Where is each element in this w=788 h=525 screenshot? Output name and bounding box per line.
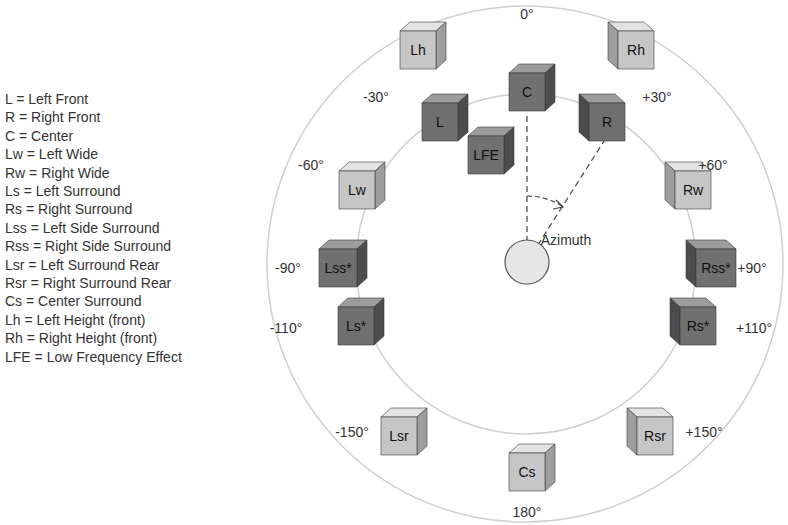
speaker-label: Ls* xyxy=(346,318,366,334)
speaker-label: Rw xyxy=(683,182,703,198)
speaker-label: Cs xyxy=(518,464,535,480)
speaker-box: Ls* xyxy=(338,307,374,345)
speaker-label: L xyxy=(436,114,444,130)
angle-label: 180° xyxy=(513,504,542,520)
legend-text: LFE = Low Frequency Effect xyxy=(5,349,182,365)
legend-text: Rs = Right Surround xyxy=(5,201,132,217)
speaker-box: R xyxy=(589,103,625,141)
cube-face xyxy=(458,94,468,141)
speaker-label: Rh xyxy=(627,42,645,58)
cube-face xyxy=(579,94,589,141)
angle-label: +150° xyxy=(685,424,722,440)
speaker-box: Rss* xyxy=(696,249,736,287)
angle-label: -150° xyxy=(335,424,369,440)
speaker-label: Rs* xyxy=(687,318,710,334)
legend-text: Lw = Left Wide xyxy=(5,146,98,162)
cube-face xyxy=(618,31,654,69)
cube-face xyxy=(608,22,618,69)
speaker-label: Rss* xyxy=(701,260,731,276)
azimuth-arrow xyxy=(553,200,563,209)
legend-text: Rw = Right Wide xyxy=(5,165,110,181)
cube-face xyxy=(696,249,736,287)
cube-face xyxy=(589,103,625,141)
inner-circle xyxy=(356,94,696,434)
cube-face xyxy=(504,127,514,174)
cube-face xyxy=(509,453,545,491)
cube-face xyxy=(319,249,357,287)
legend-text: C = Center xyxy=(5,128,73,144)
speaker-box: Cs xyxy=(509,453,545,491)
angle-label: -60° xyxy=(298,157,324,173)
legend-text: L = Left Front xyxy=(5,91,88,107)
cube-face xyxy=(338,307,374,345)
speaker-box: C xyxy=(509,73,545,111)
speaker-box: L xyxy=(422,103,458,141)
speaker-label: Lh xyxy=(410,42,426,58)
cube-face xyxy=(680,307,716,345)
cube-face xyxy=(675,171,711,209)
speaker-box: Lw xyxy=(339,171,375,209)
angle-label: +60° xyxy=(698,157,727,173)
cube-face xyxy=(545,64,555,111)
cube-face xyxy=(627,408,637,455)
speaker-label: Lss* xyxy=(324,260,351,276)
cube-face xyxy=(357,240,367,287)
angle-label: +90° xyxy=(737,260,766,276)
cube-face xyxy=(545,444,555,491)
cube-face xyxy=(422,103,458,141)
cube-face xyxy=(436,22,446,69)
speaker-box: Rh xyxy=(618,31,654,69)
cube-face xyxy=(670,298,680,345)
speaker-label: LFE xyxy=(473,147,499,163)
legend-text: Lsr = Left Surround Rear xyxy=(5,257,159,273)
speaker-label: C xyxy=(522,84,532,100)
cube-face xyxy=(637,417,673,455)
angle-label: Azimuth xyxy=(541,232,592,248)
legend-text: Rsr = Right Surround Rear xyxy=(5,275,171,291)
cube-face xyxy=(686,240,696,287)
cube-face xyxy=(400,31,436,69)
speaker-box: LFE xyxy=(468,136,504,174)
angle-label: 0° xyxy=(520,6,533,22)
speaker-box: Rw xyxy=(675,171,711,209)
outer-circle xyxy=(267,6,783,522)
speaker-box: Rs* xyxy=(680,307,716,345)
legend-text: Cs = Center Surround xyxy=(5,293,142,309)
cube-face xyxy=(468,136,504,174)
cube-face xyxy=(665,162,675,209)
cube-face xyxy=(339,171,375,209)
legend-text: Rss = Right Side Surround xyxy=(5,238,171,254)
speaker-label: Lw xyxy=(348,182,366,198)
cube-face xyxy=(375,162,385,209)
angle-label: -30° xyxy=(363,89,389,105)
speaker-box: Lsr xyxy=(381,417,417,455)
speaker-label: Rsr xyxy=(644,428,666,444)
speaker-box: Lh xyxy=(400,31,436,69)
cube-face xyxy=(381,417,417,455)
angle-label: +110° xyxy=(736,320,772,336)
angle-label: +30° xyxy=(642,89,671,105)
speaker-box: Rsr xyxy=(637,417,673,455)
speaker-label: Lsr xyxy=(389,428,408,444)
legend-text: Rh = Right Height (front) xyxy=(5,330,157,346)
speaker-box: Lss* xyxy=(319,249,357,287)
legend-text: R = Right Front xyxy=(5,109,100,125)
angle-label: -90° xyxy=(275,260,301,276)
legend-text: Ls = Left Surround xyxy=(5,183,121,199)
cube-face xyxy=(417,408,427,455)
angle-label: -110° xyxy=(270,320,303,336)
legend-text: Lh = Left Height (front) xyxy=(5,312,145,328)
cube-face xyxy=(374,298,384,345)
speaker-label: R xyxy=(602,114,612,130)
cube-face xyxy=(509,73,545,111)
legend-text: Lss = Left Side Surround xyxy=(5,220,160,236)
